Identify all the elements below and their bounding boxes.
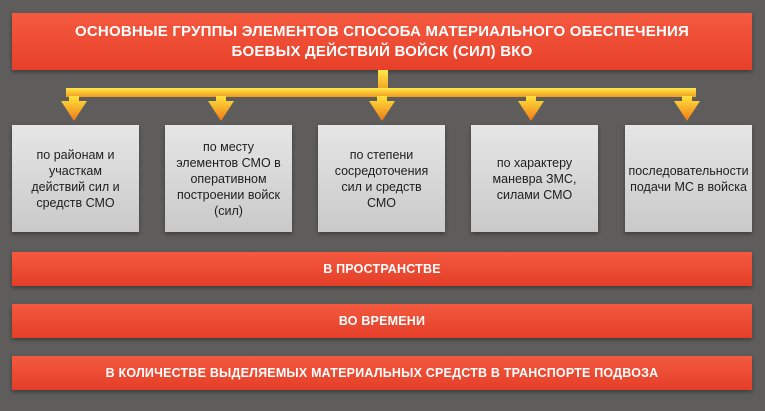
group-label: по районам и участкам действий сил и сре… bbox=[31, 147, 120, 210]
band-label: в количестве выделяемых материальных сре… bbox=[105, 366, 659, 380]
band-quantity: в количестве выделяемых материальных сре… bbox=[12, 356, 752, 390]
band-space: в пространстве bbox=[12, 252, 752, 286]
group-label: по месту элементов СМО в оперативном пос… bbox=[176, 139, 281, 218]
down-arrow-icon bbox=[208, 96, 234, 121]
group-label: по степени сосредоточения сил и средств … bbox=[334, 147, 429, 210]
group-box-4: по характеру маневра ЗМС, силами СМО bbox=[471, 125, 598, 232]
band-label: в пространстве bbox=[323, 262, 441, 276]
group-box-1: по районам и участкам действий сил и сре… bbox=[12, 125, 139, 232]
band-time: во времени bbox=[12, 304, 752, 338]
down-arrow-icon bbox=[369, 96, 395, 121]
group-box-2: по месту элементов СМО в оперативном пос… bbox=[165, 125, 292, 232]
band-label: во времени bbox=[338, 314, 426, 328]
down-arrow-icon bbox=[518, 96, 544, 121]
group-label: последовательности подачи МС в войска bbox=[628, 163, 749, 194]
group-box-5: последовательности подачи МС в войска bbox=[625, 125, 752, 232]
connector-bar bbox=[66, 88, 696, 97]
page-title: Основные группы элементов способа матери… bbox=[75, 22, 689, 60]
title-banner: Основные группы элементов способа матери… bbox=[12, 13, 752, 70]
down-arrows bbox=[61, 96, 700, 121]
connector-stem bbox=[378, 70, 388, 92]
down-arrow-icon bbox=[61, 96, 87, 121]
down-arrow-icon bbox=[674, 96, 700, 121]
group-box-3: по степени сосредоточения сил и средств … bbox=[318, 125, 445, 232]
group-label: по характеру маневра ЗМС, силами СМО bbox=[492, 155, 577, 202]
